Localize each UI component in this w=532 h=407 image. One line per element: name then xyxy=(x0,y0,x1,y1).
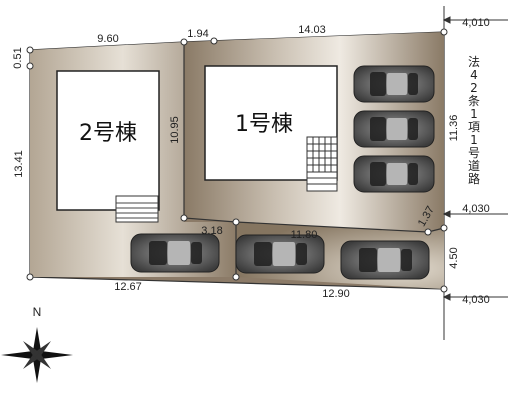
building-2-label: 2号棟 xyxy=(79,121,137,146)
road-width-arrows xyxy=(442,16,508,301)
dim-lot1-bottom: 11.80 xyxy=(291,229,318,241)
svg-text:項: 項 xyxy=(468,120,480,134)
dim-left-side: 13.41 xyxy=(13,150,25,178)
north-label: N xyxy=(33,305,42,319)
car-3-parked xyxy=(353,155,435,193)
svg-text:号: 号 xyxy=(468,146,480,160)
dim-lot2-top: 9.60 xyxy=(97,33,118,45)
dim-left-top-corner: 0.51 xyxy=(12,47,24,68)
svg-text:4: 4 xyxy=(470,68,478,82)
dim-road-width-bottom: 4,030 xyxy=(462,294,490,306)
car-1-parked xyxy=(353,65,435,103)
svg-text:道: 道 xyxy=(468,159,480,173)
svg-text:条: 条 xyxy=(468,94,480,108)
dim-lot1-left: 10.95 xyxy=(169,116,181,144)
car-6-parked xyxy=(340,240,430,280)
compass-rose xyxy=(1,327,73,383)
building-2-steps xyxy=(115,195,159,223)
car-5-parked xyxy=(235,234,325,274)
building-2 xyxy=(56,70,160,211)
dim-lot1-right: 11.36 xyxy=(448,115,460,142)
dim-lot1-top-short: 1.94 xyxy=(187,28,208,40)
building-1-porch-grid xyxy=(306,136,338,192)
dim-bottom-right: 12.90 xyxy=(322,288,350,300)
svg-text:1: 1 xyxy=(470,107,478,121)
car-2-parked xyxy=(353,110,435,148)
svg-text:法: 法 xyxy=(468,55,480,69)
car-4-parked xyxy=(130,233,220,273)
dim-right-lower: 4.50 xyxy=(448,247,460,268)
svg-text:1: 1 xyxy=(470,133,478,147)
dim-lot1-top: 14.03 xyxy=(298,24,326,36)
dim-road-width-top: 4,010 xyxy=(462,17,490,29)
boundary-markers xyxy=(26,28,448,293)
building-1-label: 1号棟 xyxy=(235,112,293,137)
dim-bottom-left: 12.67 xyxy=(114,281,142,293)
dim-lot1-bottom-short: 3.18 xyxy=(201,225,222,237)
dim-road-width-mid: 4,030 xyxy=(462,203,490,215)
svg-text:2: 2 xyxy=(470,81,478,95)
svg-text:路: 路 xyxy=(468,171,480,186)
